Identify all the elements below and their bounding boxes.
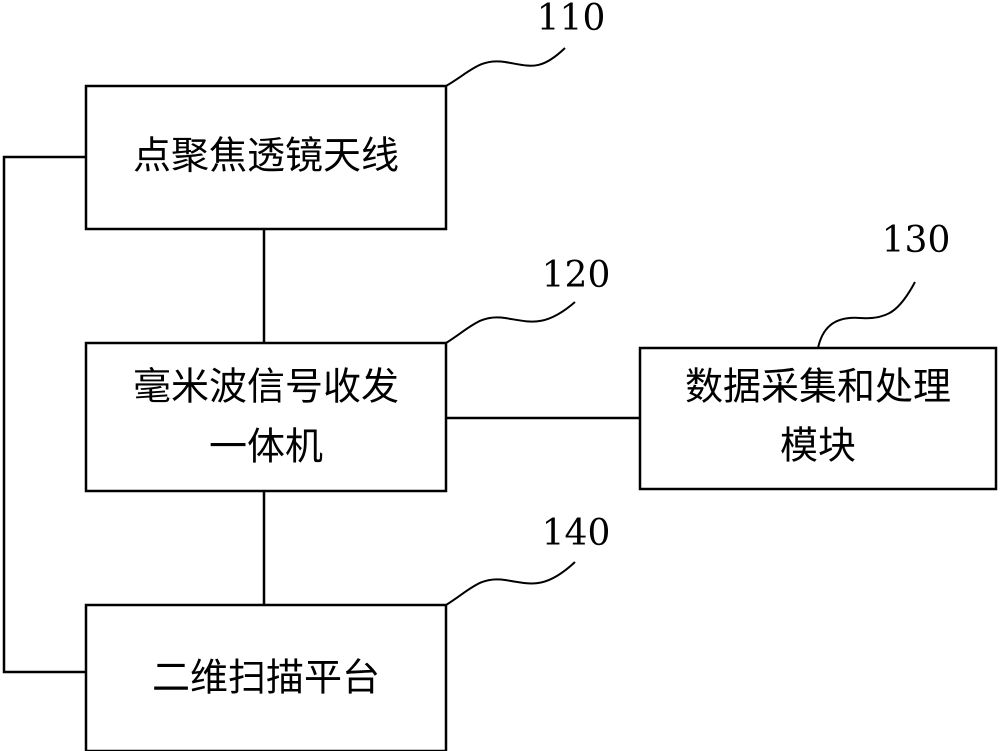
connector-antenna-scanner-loop: [4, 157, 86, 672]
leader-120: [446, 302, 575, 343]
leader-140: [446, 562, 575, 605]
ref-number-130: 130: [882, 220, 951, 261]
antenna-label: 点聚焦透镜天线: [133, 134, 399, 178]
scanner-label: 二维扫描平台: [152, 656, 380, 700]
ref-number-110: 110: [537, 0, 606, 39]
leader-130: [818, 282, 915, 348]
transceiver-label-line1: 毫米波信号收发: [133, 365, 399, 409]
daq-label-line2: 模块: [780, 424, 856, 468]
ref-number-140: 140: [542, 513, 611, 554]
daq-label-line1: 数据采集和处理: [685, 365, 951, 409]
leader-110: [446, 48, 565, 86]
ref-number-120: 120: [542, 255, 611, 296]
transceiver-label-line2: 一体机: [209, 425, 323, 469]
